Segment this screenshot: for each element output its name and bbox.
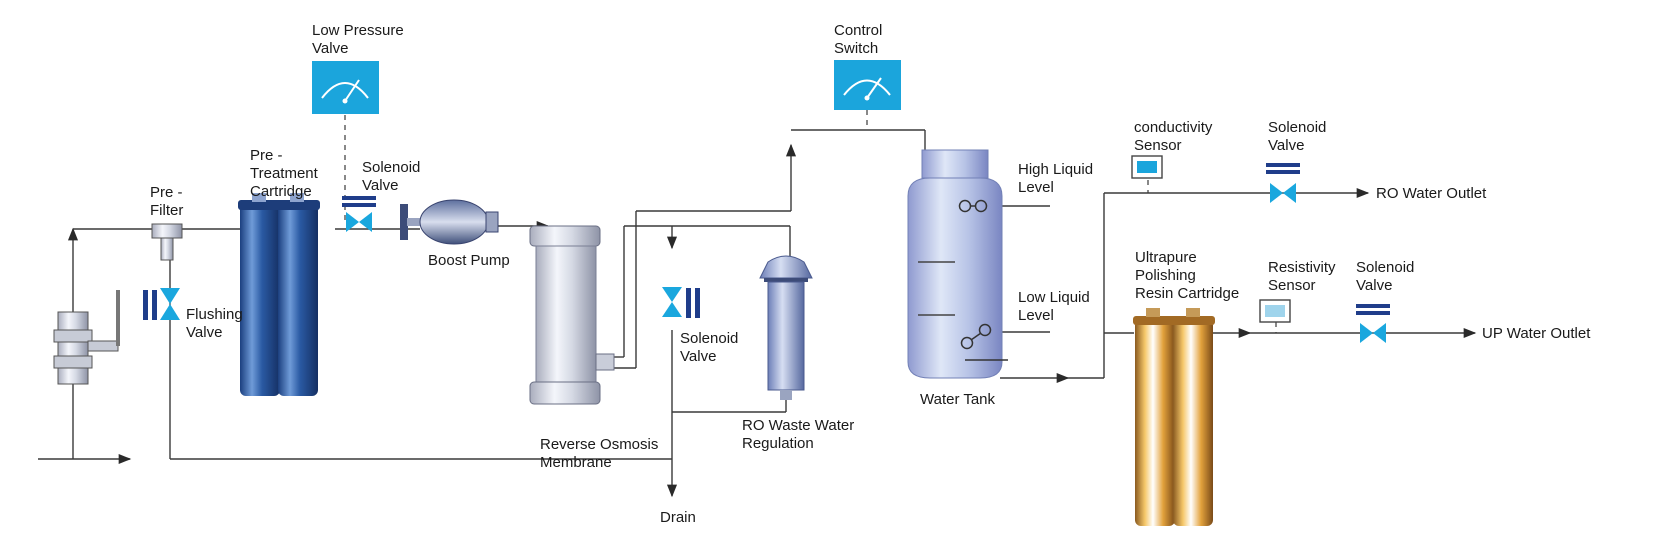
control-switch-label: Control Switch: [834, 22, 887, 57]
ultrapure-cartridge-label: Ultrapure Polishing Resin Cartridge: [1135, 249, 1239, 302]
pretreatment-label: Pre - Treatment Cartridge: [250, 147, 322, 200]
solenoid-valve-4-icon: [1356, 304, 1390, 343]
conductivity-sensor-icon: [1131, 155, 1163, 179]
boost-pump-label: Boost Pump: [428, 252, 510, 269]
resistivity-sensor-icon: [1259, 299, 1291, 323]
ro-water-outlet-label: RO Water Outlet: [1376, 185, 1487, 202]
pre-filter-icon: [151, 223, 183, 261]
pre-filter-label: Pre - Filter: [150, 184, 187, 219]
ro-waste-label: RO Waste Water Regulation: [742, 417, 858, 452]
ro-membrane-icon: [529, 225, 615, 405]
ro-membrane-label: Reverse Osmosis Membrane: [540, 436, 663, 471]
solenoid-valve-1-label: Solenoid Valve: [362, 159, 425, 194]
solenoid-valve-1-icon: [342, 196, 376, 232]
up-water-outlet-label: UP Water Outlet: [1482, 325, 1591, 342]
boost-pump-icon: [400, 199, 499, 245]
resistivity-sensor-label: Resistivity Sensor: [1268, 259, 1340, 294]
flushing-valve-label: Flushing Valve: [186, 306, 247, 341]
water-tank-label: Water Tank: [920, 391, 996, 408]
solenoid-valve-3-label: Solenoid Valve: [1268, 119, 1331, 154]
pretreatment-cartridge-icon: [238, 193, 320, 396]
high-liquid-level-label: High Liquid Level: [1018, 161, 1097, 196]
low-liquid-level-label: Low Liquid Level: [1018, 289, 1094, 324]
low-pressure-valve-label: Low Pressure Valve: [312, 22, 408, 57]
inlet-valve-icon: [53, 290, 120, 385]
solenoid-valve-2-icon: [662, 287, 700, 318]
conductivity-sensor-label: conductivity Sensor: [1134, 119, 1217, 154]
control-switch-gauge: [834, 60, 901, 110]
solenoid-valve-3-icon: [1266, 163, 1300, 203]
ro-waste-regulator-icon: [759, 255, 813, 400]
water-tank-icon: [907, 149, 1008, 379]
flushing-valve-icon: [143, 288, 180, 320]
ultrapure-cartridge-icon: [1133, 308, 1215, 526]
solenoid-valve-2-label: Solenoid Valve: [680, 330, 743, 365]
drain-label: Drain: [660, 509, 696, 526]
solenoid-valve-4-label: Solenoid Valve: [1356, 259, 1419, 294]
low-pressure-gauge: [312, 61, 379, 114]
